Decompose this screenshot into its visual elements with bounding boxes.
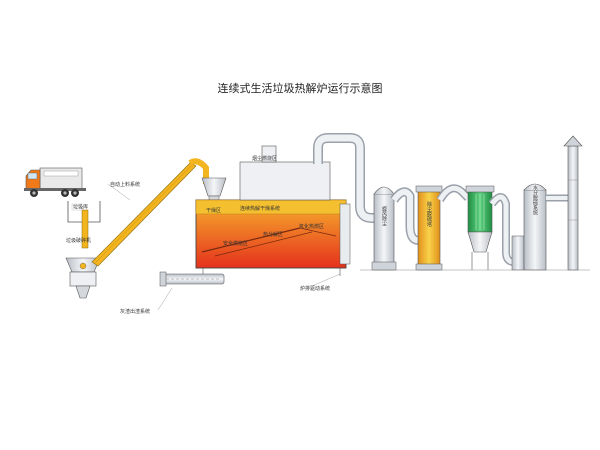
label-desulfur: 水分脱硫系统 — [532, 184, 538, 216]
svg-text:垃圾库: 垃圾库 — [73, 204, 88, 211]
label-gasification: 氧化热燃区 — [299, 223, 324, 230]
label-dust-zone: 烟尘燃烧区 — [252, 155, 277, 162]
label-drying-zone: 干燥区 — [206, 207, 221, 214]
bag-filter — [465, 185, 495, 270]
garbage-truck — [24, 167, 86, 197]
crusher — [65, 257, 101, 299]
label-drive: 炉排驱动系统 — [300, 285, 330, 292]
pipe-scrubber-to-filter — [436, 184, 471, 203]
label-ash-conveyor: 灰渣出渣系统 — [120, 308, 150, 315]
chimney-stack — [563, 135, 583, 271]
label-scrubber: 除尘脱硫塔 — [426, 201, 432, 228]
label-cyclone: 旋风除尘 — [381, 205, 387, 226]
label-auto-feed: 自动上料系统 — [110, 181, 140, 188]
flue-duct — [313, 133, 374, 223]
pipe-cyclone-to-scrubber — [390, 187, 421, 245]
label-crusher: 垃圾破碎机 — [66, 237, 91, 244]
inclined-feed-conveyor — [91, 158, 209, 267]
label-pyrolysis: 热分解区 — [263, 231, 283, 238]
pyrolysis-furnace — [195, 145, 351, 276]
desulfur-tower — [511, 183, 547, 271]
label-combustion: 安全燃烧区 — [223, 240, 248, 247]
diagram-title: 连续式生活垃圾热解炉运行示意图 — [218, 81, 383, 95]
label-dryer: 连续热解干燥系统 — [240, 205, 280, 212]
ash-screw-conveyor — [159, 271, 225, 287]
pipe-filter-to-desulfur — [488, 193, 515, 266]
receiving-bin: 垃圾库 — [67, 201, 101, 249]
cyclone-tower — [371, 186, 397, 271]
